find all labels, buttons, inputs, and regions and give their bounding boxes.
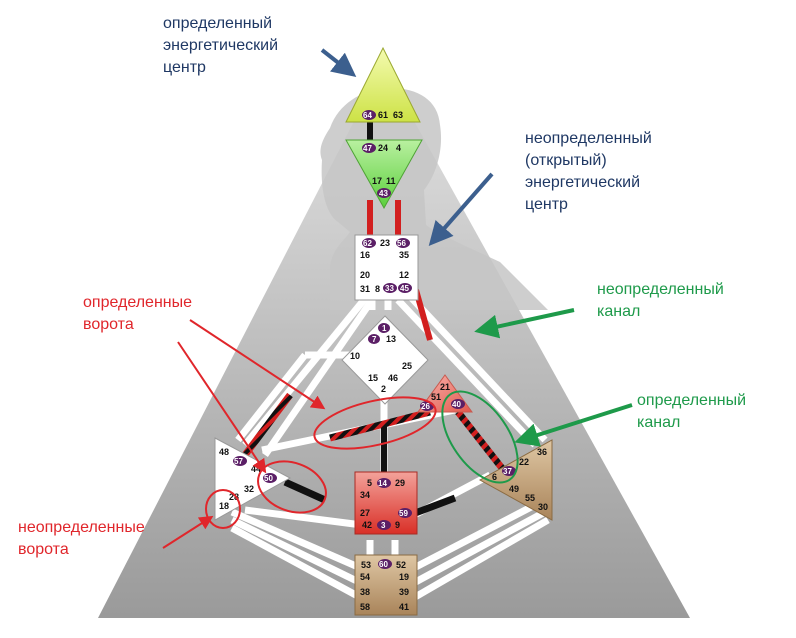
ajna-center: [345, 139, 423, 210]
gate-47: 47: [363, 144, 372, 153]
annotation-arrows: [162, 48, 633, 549]
gate-57: 57: [234, 457, 243, 466]
gate-13: 13: [386, 334, 396, 344]
gate-6: 6: [492, 472, 497, 482]
label-undefined-center-line-1: неопределенный: [525, 130, 652, 147]
gate-24: 24: [378, 143, 388, 153]
label-undefined-center: неопределенный (открытый) энергетический…: [525, 128, 652, 216]
gate-51: 51: [431, 392, 441, 402]
gate-3: 3: [381, 521, 386, 530]
label-undefined-gates: неопределенные ворота: [18, 517, 145, 561]
gate-55: 55: [525, 493, 535, 503]
gate-23: 23: [380, 238, 390, 248]
gate-46: 46: [388, 373, 398, 383]
gate-14: 14: [378, 479, 387, 488]
gate-33: 33: [385, 284, 394, 293]
gate-34: 34: [360, 490, 370, 500]
gate-15: 15: [368, 373, 378, 383]
gate-28: 28: [229, 492, 239, 502]
gate-42: 42: [362, 520, 372, 530]
label-undefined-gates-line-2: ворота: [18, 541, 69, 558]
label-undefined-center-line-2: (открытый): [525, 152, 607, 169]
gate-10: 10: [350, 351, 360, 361]
spleen-center: [214, 437, 292, 521]
gate-39: 39: [399, 587, 409, 597]
gate-11: 11: [386, 176, 396, 186]
gate-63: 63: [393, 110, 403, 120]
gate-64: 64: [363, 111, 372, 120]
gate-16: 16: [360, 250, 370, 260]
gate-19: 19: [399, 572, 409, 582]
label-undefined-gates-line-1: неопределенные: [18, 519, 145, 536]
gate-22: 22: [519, 457, 529, 467]
label-defined-center: определенный энергетический центр: [163, 13, 278, 79]
label-undefined-center-line-4: центр: [525, 196, 568, 213]
label-defined-center-line-3: центр: [163, 59, 206, 76]
gate-45: 45: [400, 284, 409, 293]
label-defined-channel-line-2: канал: [637, 414, 681, 431]
gate-4: 4: [396, 143, 401, 153]
label-undefined-channel: неопределенный канал: [597, 279, 724, 323]
label-defined-center-line-1: определенный: [163, 15, 273, 32]
gate-17: 17: [372, 176, 382, 186]
gate-9: 9: [395, 520, 400, 530]
gate-2: 2: [381, 384, 386, 394]
gate-53: 53: [361, 560, 371, 570]
label-defined-gates-line-1: определенные: [83, 294, 193, 311]
defined-channels: [242, 120, 508, 519]
gate-30: 30: [538, 502, 548, 512]
gate-50: 50: [264, 474, 273, 483]
gate-37: 37: [503, 467, 512, 476]
defined-gate-badges: [233, 110, 516, 569]
gate-41: 41: [399, 602, 409, 612]
gate-31: 31: [360, 284, 370, 294]
gate-12: 12: [399, 270, 409, 280]
gate-27: 27: [360, 508, 370, 518]
gate-48: 48: [219, 447, 229, 457]
gate-60: 60: [379, 560, 388, 569]
solar-plexus-center: [478, 439, 553, 521]
label-undefined-channel-line-2: канал: [597, 303, 641, 320]
gate-7: 7: [372, 335, 377, 344]
label-defined-gates: определенные ворота: [83, 292, 192, 336]
highlight-ellipses: [205, 390, 519, 529]
gate-43: 43: [379, 189, 388, 198]
gate-25: 25: [402, 361, 412, 371]
gate-20: 20: [360, 270, 370, 280]
label-undefined-center-line-3: энергетический: [525, 174, 641, 191]
g-center: [341, 315, 429, 405]
gate-1: 1: [382, 324, 387, 333]
gate-40: 40: [452, 400, 461, 409]
gate-35: 35: [399, 250, 409, 260]
gate-38: 38: [360, 587, 370, 597]
head-center: [345, 46, 421, 123]
gate-21: 21: [440, 382, 450, 392]
gate-numbers: 64 61 63 47 24 4 17 11 43 62 23 56 16 35…: [219, 110, 548, 612]
gate-18: 18: [219, 501, 229, 511]
gate-29: 29: [395, 478, 405, 488]
gate-59: 59: [399, 509, 408, 518]
label-defined-center-line-2: энергетический: [163, 37, 279, 54]
label-undefined-channel-line-1: неопределенный: [597, 281, 724, 298]
gate-32: 32: [244, 484, 254, 494]
gate-62: 62: [363, 239, 372, 248]
gate-52: 52: [396, 560, 406, 570]
label-defined-channel: определенный канал: [637, 390, 746, 434]
gate-54: 54: [360, 572, 370, 582]
gate-56: 56: [397, 239, 406, 248]
gate-5: 5: [367, 478, 372, 488]
gate-26: 26: [421, 402, 430, 411]
label-defined-gates-line-2: ворота: [83, 316, 134, 333]
gate-61: 61: [378, 110, 388, 120]
gate-8: 8: [375, 284, 380, 294]
gate-36: 36: [537, 447, 547, 457]
gate-58: 58: [360, 602, 370, 612]
label-defined-channel-line-1: определенный: [637, 392, 747, 409]
gate-49: 49: [509, 484, 519, 494]
